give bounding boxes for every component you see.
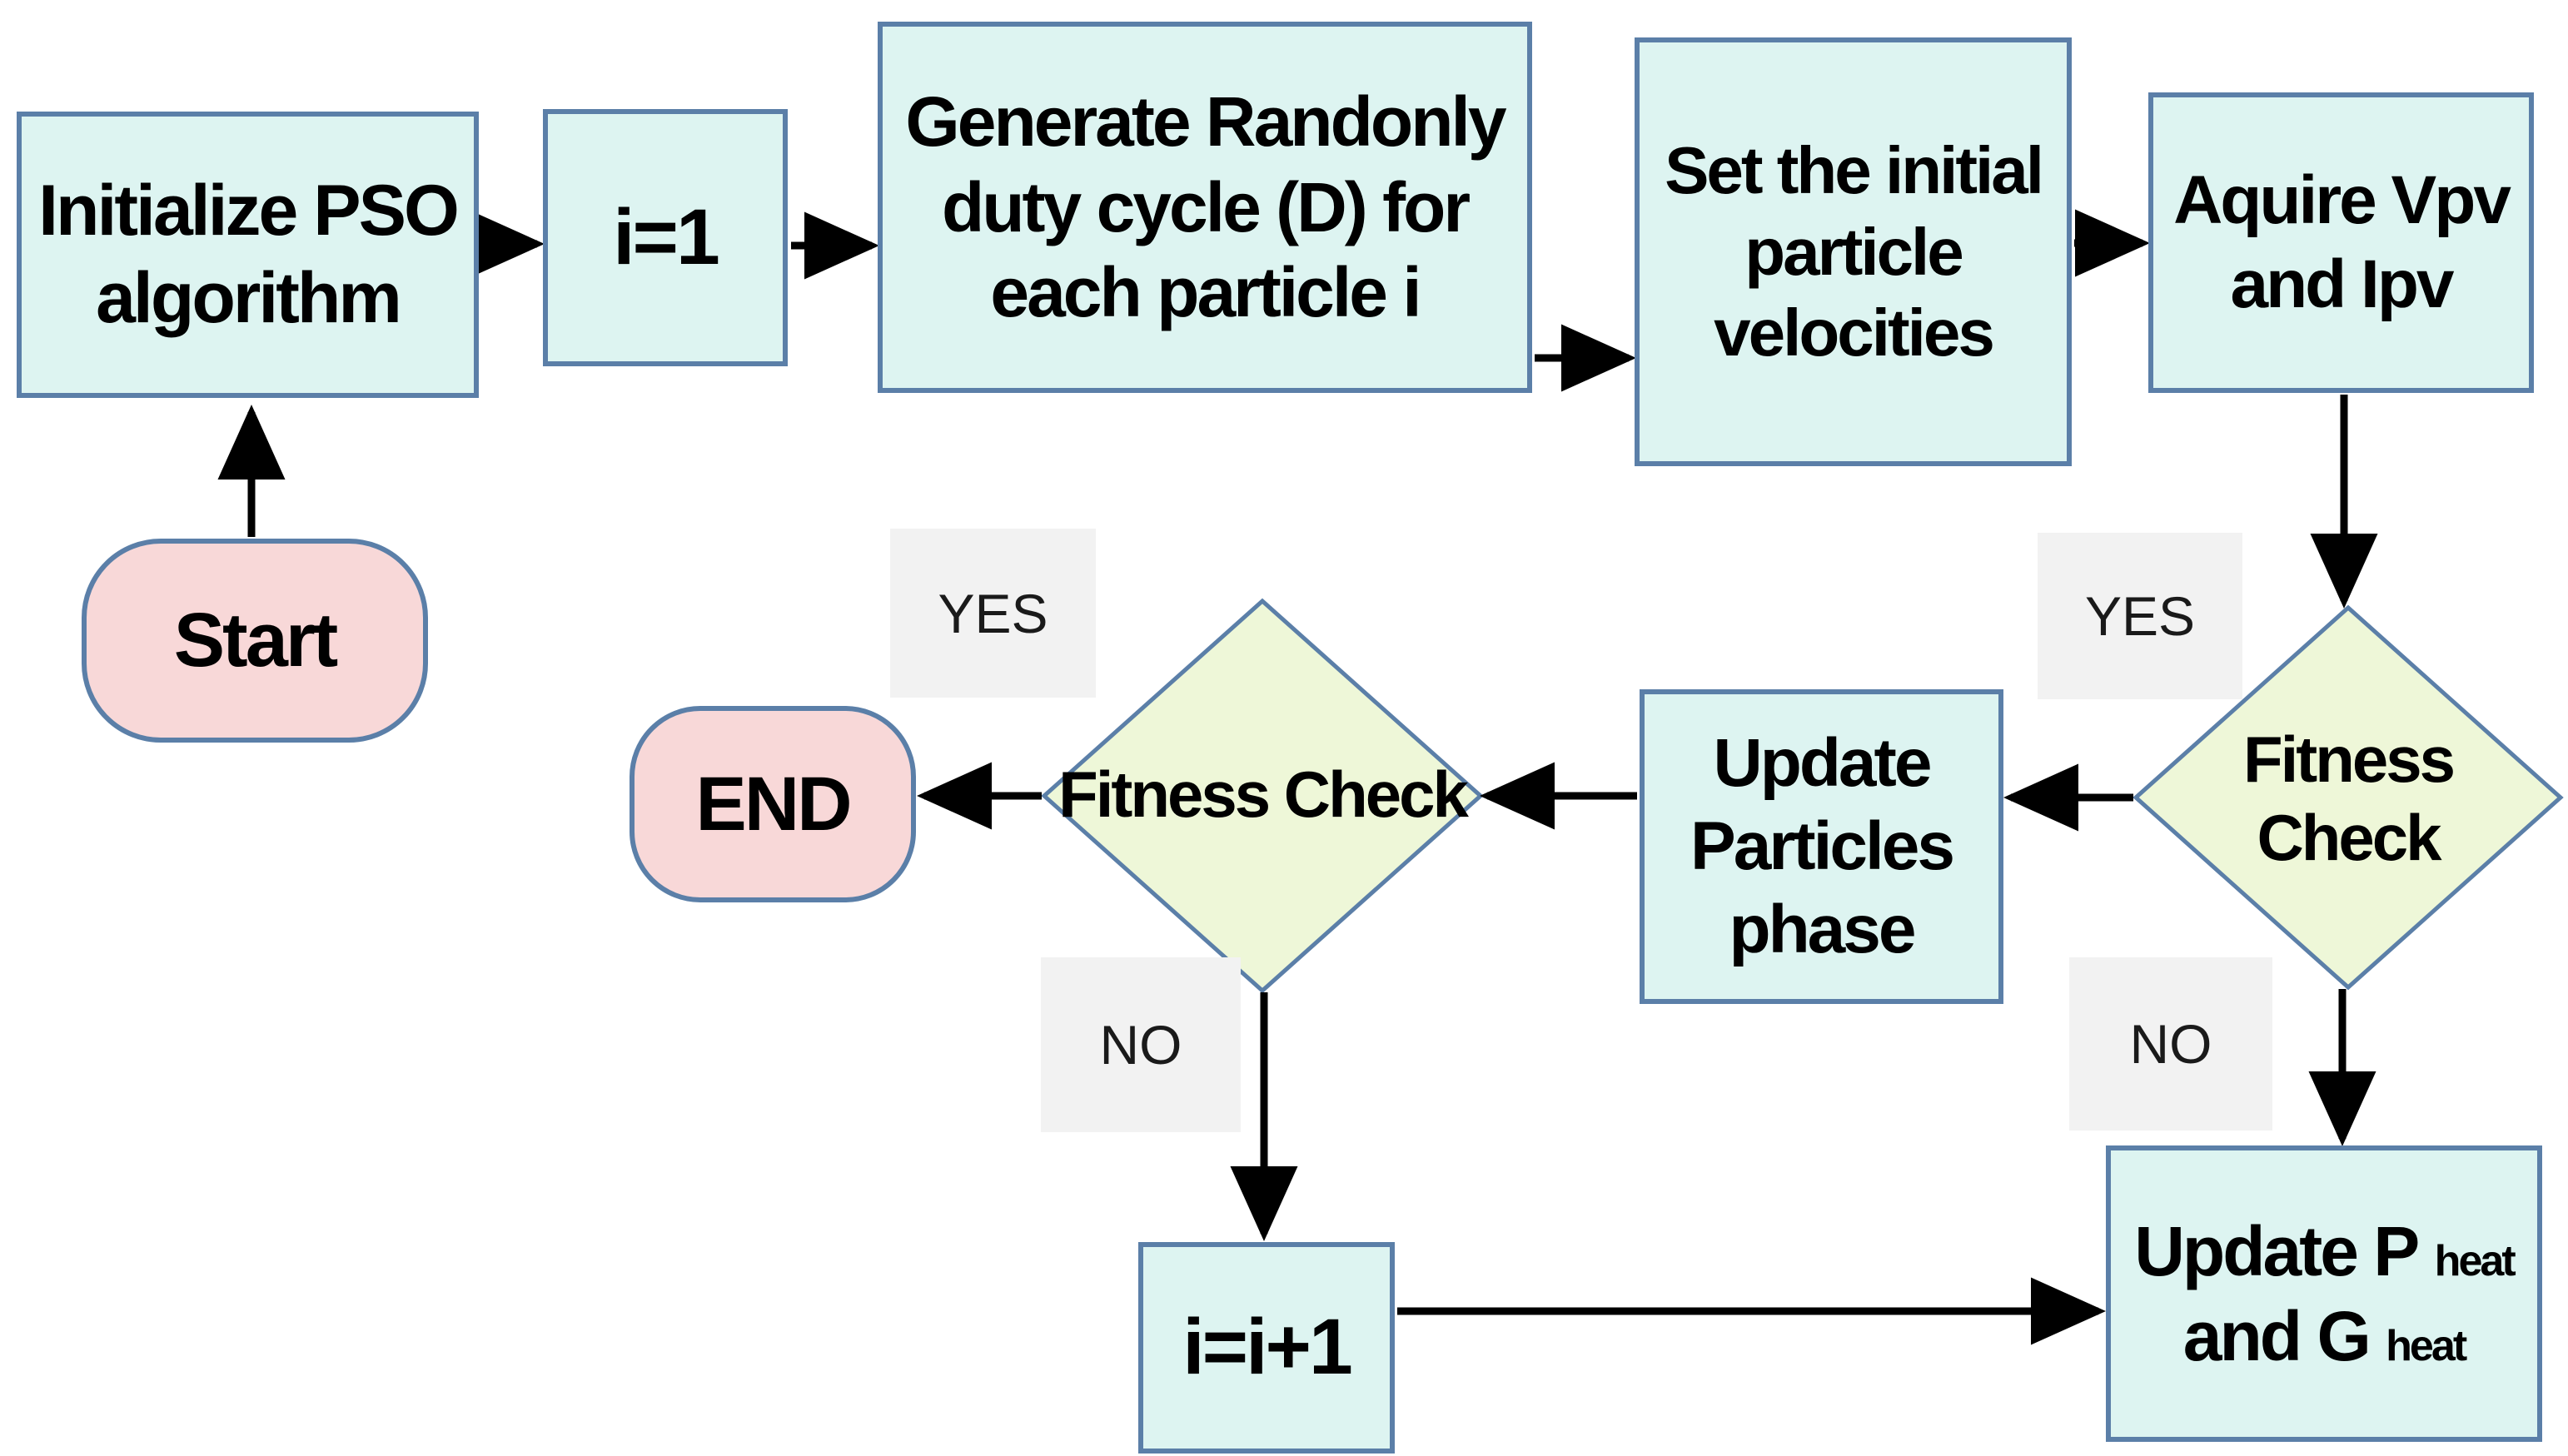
process-update-pheat-gheat-line: Update P heat	[2134, 1209, 2516, 1294]
terminal-end: END	[630, 706, 916, 902]
branch-label-yes-right: YES	[2038, 533, 2242, 699]
process-acquire-vpv-ipv-line: and Ipv	[2230, 246, 2454, 322]
branch-label-no-right-text: NO	[2129, 1013, 2212, 1075]
branch-label-no-right: NO	[2069, 957, 2272, 1131]
branch-label-yes-mid: YES	[890, 529, 1096, 698]
process-generate-duty-cycle-line: Generate Randonly	[905, 82, 1506, 162]
process-generate-duty-cycle-line: duty cycle (D) for	[941, 167, 1471, 246]
branch-label-no-mid: NO	[1041, 957, 1241, 1132]
process-i-equals-i-plus-1-label: i=i+1	[1182, 1303, 1353, 1392]
process-update-pheat-gheat-line: and G heat	[2182, 1294, 2467, 1379]
process-update-pheat-gheat: Update P heat and G heat	[2106, 1145, 2542, 1442]
process-update-particles-phase-line: Update	[1713, 724, 1933, 801]
branch-label-yes-right-text: YES	[2084, 585, 2196, 647]
update-p-sub: heat	[2434, 1236, 2516, 1285]
process-acquire-vpv-ipv: Aquire Vpv and Ipv	[2148, 92, 2534, 393]
terminal-end-label: END	[695, 761, 852, 847]
update-g-main: and G	[2182, 1297, 2371, 1375]
process-i-equals-1-label: i=1	[613, 192, 720, 281]
terminal-start: Start	[82, 539, 428, 743]
process-update-particles-phase-line: phase	[1729, 892, 1917, 968]
update-p-main: Update P	[2134, 1211, 2420, 1290]
fitness-check-right-text: Check	[2257, 801, 2441, 874]
terminal-start-label: Start	[173, 598, 339, 683]
process-set-initial-velocities-line: particle	[1744, 214, 1964, 289]
process-generate-duty-cycle-line: each particle i	[990, 253, 1421, 332]
decision-fitness-check-right-label: Fitness Check	[2140, 641, 2556, 957]
process-update-particles-phase-line: Particles	[1690, 808, 1955, 884]
process-set-initial-velocities-line: velocities	[1714, 296, 1995, 370]
branch-label-yes-mid-text: YES	[938, 582, 1048, 644]
process-i-equals-i-plus-1: i=i+1	[1138, 1242, 1395, 1454]
process-set-initial-velocities-line: Set the initial	[1665, 133, 2044, 208]
fitness-check-mid-text: Fitness Check	[1058, 758, 1469, 832]
fitness-check-right-text: Fitness	[2242, 723, 2456, 797]
branch-label-no-mid-text: NO	[1099, 1014, 1182, 1076]
decision-fitness-check-mid-label: Fitness Check	[1028, 724, 1497, 866]
process-initialize-pso: Initialize PSO algorithm	[17, 112, 479, 398]
process-initialize-pso-line: Initialize PSO	[38, 171, 460, 251]
process-update-particles-phase: Update Particles phase	[1640, 689, 2003, 1004]
process-generate-duty-cycle: Generate Randonly duty cycle (D) for eac…	[878, 22, 1532, 393]
process-i-equals-1: i=1	[543, 109, 788, 366]
update-g-sub: heat	[2386, 1322, 2467, 1370]
process-acquire-vpv-ipv-line: Aquire Vpv	[2173, 162, 2511, 239]
process-initialize-pso-line: algorithm	[96, 258, 402, 338]
decision-fitness-check-right-shape	[2133, 604, 2564, 991]
process-set-initial-velocities: Set the initial particle velocities	[1635, 37, 2072, 466]
